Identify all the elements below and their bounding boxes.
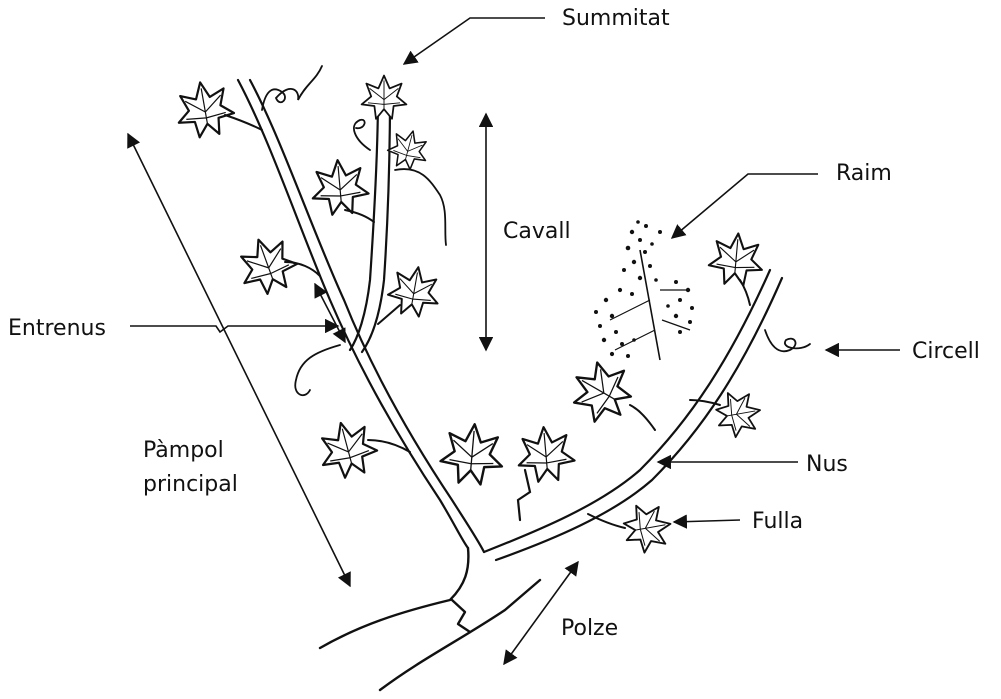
label-nus: Nus xyxy=(806,452,848,478)
pampol-length-arrow xyxy=(128,134,350,586)
raim-pointer xyxy=(672,174,818,238)
fulla-pointer xyxy=(674,520,740,522)
polze-length-arrow xyxy=(504,562,578,664)
label-raim: Raim xyxy=(836,161,892,187)
label-fulla: Fulla xyxy=(752,509,803,535)
label-circell: Circell xyxy=(912,339,980,365)
summitat-pointer xyxy=(404,18,545,64)
label-pampol-principal: Pàmpol principal xyxy=(143,434,238,502)
label-summitat: Summitat xyxy=(562,6,670,32)
label-pampol-line1: Pàmpol xyxy=(143,434,238,468)
main-shoot xyxy=(238,80,484,552)
label-polze: Polze xyxy=(561,616,618,642)
cane-trunk xyxy=(320,548,540,690)
grape-cluster xyxy=(594,220,694,360)
label-entrenus: Entrenus xyxy=(8,316,106,342)
entrenus-pointer xyxy=(130,326,338,332)
label-cavall: Cavall xyxy=(503,219,571,245)
label-pampol-line2: principal xyxy=(143,468,238,502)
